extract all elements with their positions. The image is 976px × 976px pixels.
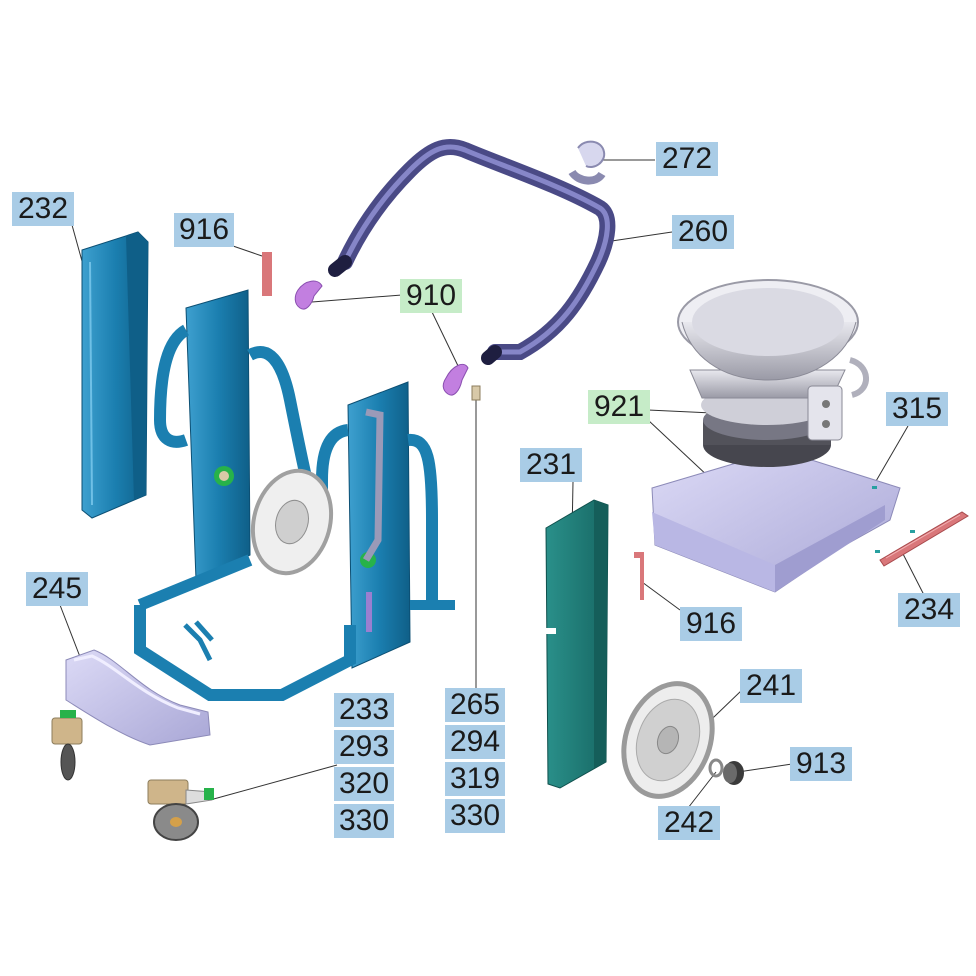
callout-234[interactable]: 234	[898, 593, 960, 627]
callout-241[interactable]: 241	[740, 669, 802, 703]
callout-265[interactable]: 265	[445, 688, 505, 722]
wheel-cap	[723, 761, 744, 785]
funnel-assembly	[651, 279, 901, 593]
foot-tray	[65, 649, 211, 746]
callout-913[interactable]: 913	[790, 747, 852, 781]
callout-245[interactable]: 245	[26, 572, 88, 606]
callout-260[interactable]: 260	[672, 215, 734, 249]
caster-left	[51, 710, 83, 781]
locking-clip-upper	[294, 280, 323, 310]
frame-wheel	[250, 468, 334, 576]
push-handle	[328, 138, 616, 365]
callout-294[interactable]: 294	[445, 725, 505, 759]
callout-231[interactable]: 231	[520, 448, 582, 482]
callout-320[interactable]: 320	[334, 767, 394, 801]
callout-232[interactable]: 232	[12, 192, 74, 226]
callout-293[interactable]: 293	[334, 730, 394, 764]
main-frame	[134, 289, 455, 701]
washer	[708, 758, 724, 778]
small-bolt	[471, 385, 481, 401]
callout-233[interactable]: 233	[334, 693, 394, 727]
callout-916-right[interactable]: 916	[680, 607, 742, 641]
callout-272[interactable]: 272	[656, 142, 718, 176]
side-panel-left	[81, 231, 149, 519]
callout-916-left[interactable]: 916	[174, 213, 234, 247]
callout-242[interactable]: 242	[658, 806, 720, 840]
callout-315[interactable]: 315	[886, 392, 948, 426]
callout-921[interactable]: 921	[588, 390, 650, 424]
caster-right	[147, 779, 214, 841]
small-pins	[872, 486, 915, 553]
red-bar	[879, 511, 969, 567]
handle-clamp	[568, 140, 606, 185]
red-strip-right	[634, 552, 644, 600]
callout-910[interactable]: 910	[400, 279, 462, 313]
callout-330-right[interactable]: 330	[445, 799, 505, 833]
callout-330-left[interactable]: 330	[334, 804, 394, 838]
main-wheel	[621, 681, 715, 799]
callout-319[interactable]: 319	[445, 762, 505, 796]
red-strip-left	[262, 252, 272, 296]
side-panel-right	[545, 499, 609, 789]
locking-clip-lower	[442, 363, 469, 396]
